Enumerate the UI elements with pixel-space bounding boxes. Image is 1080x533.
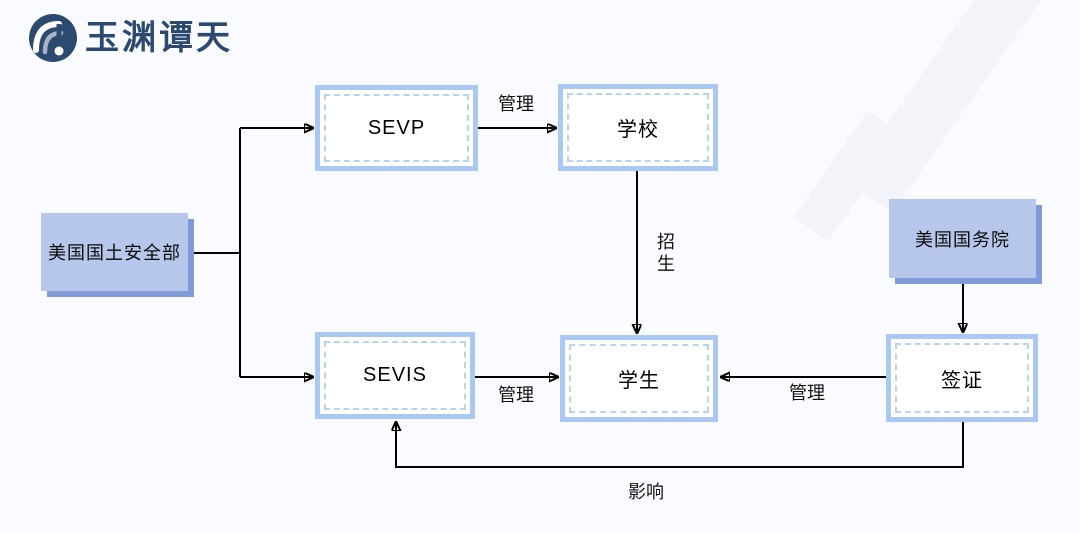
node-dhs-label: 美国国土安全部 [48,243,181,263]
node-school-label: 学校 [617,119,659,141]
wave-logo-icon [29,14,77,62]
dashed-inner-border [567,93,709,162]
dashed-inner-border [324,341,466,410]
node-student: 学生 [560,335,718,422]
node-visa: 签证 [886,334,1038,422]
edge-label-sevp-school: 管理 [498,94,534,114]
dashed-inner-border [324,94,469,162]
node-school: 学校 [558,84,718,171]
node-sevp: SEVP [315,85,478,171]
edge-label-sevis-student: 管理 [498,385,534,405]
edge-label-school-student: 招生 [655,232,675,276]
edge-label-visa-student: 管理 [789,383,825,403]
dashed-inner-border [895,343,1029,413]
node-student-label: 学生 [618,370,660,392]
node-visa-label: 签证 [941,369,983,392]
node-sevis-label: SEVIS [363,364,427,386]
logo-text: 玉渊谭天 [85,18,233,58]
edge-visa-sevis-loop [396,422,964,468]
logo: 玉渊谭天 [28,13,233,63]
node-sevp-label: SEVP [367,116,426,139]
edge-label-visa-sevis: 影响 [628,482,664,502]
node-sevis: SEVIS [315,332,475,419]
node-dos: 美国国务院 [889,199,1036,278]
dashed-inner-border [569,344,709,413]
node-dhs: 美国国土安全部 [41,213,188,291]
node-dos-label: 美国国务院 [915,229,1010,250]
